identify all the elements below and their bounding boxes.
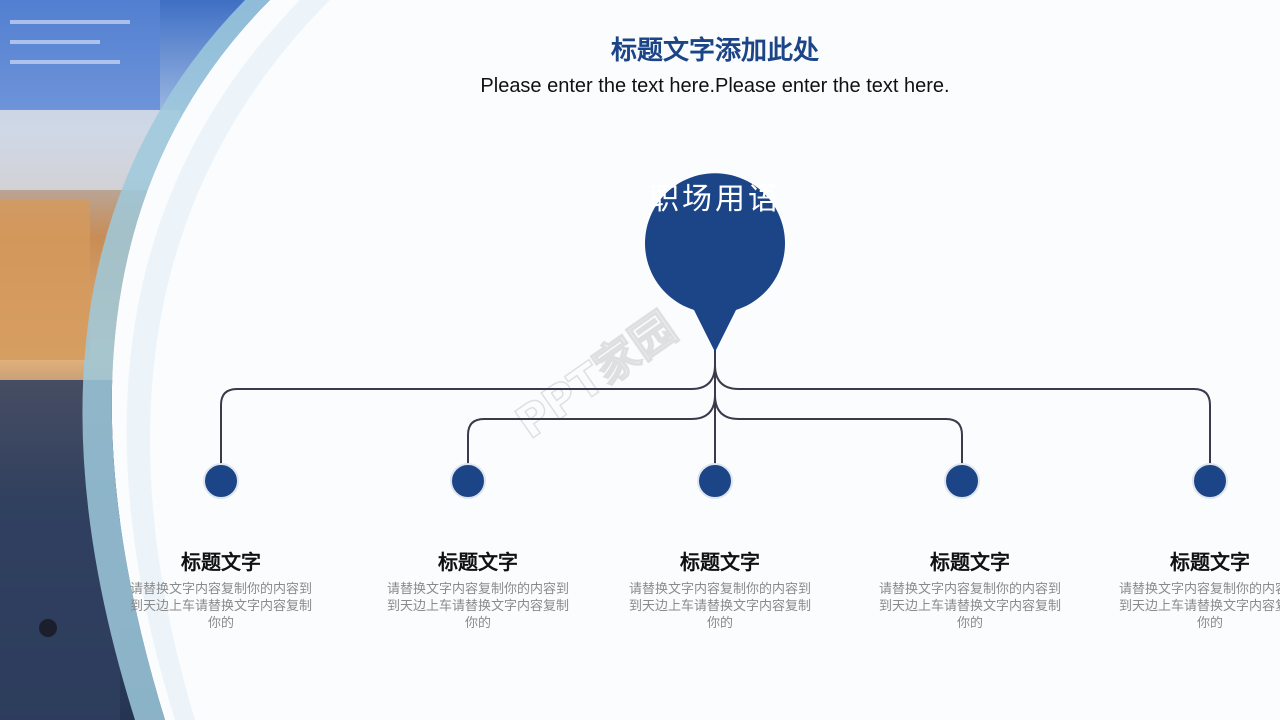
node-dot-2 — [450, 463, 486, 499]
center-node-label: 职场用语 — [649, 182, 781, 217]
item-heading-4: 标题文字 — [930, 550, 1010, 574]
item-heading-2: 标题文字 — [438, 550, 518, 574]
page-subtitle: Please enter the text here.Please enter … — [480, 75, 950, 97]
node-dot-5 — [1192, 463, 1228, 499]
item-desc-3: 请替换文字内容复制你的内容到到天边上车请替换文字内容复制你的 — [628, 582, 811, 631]
arc-band-outer — [126, 0, 330, 720]
item-desc-2: 请替换文字内容复制你的内容到到天边上车请替换文字内容复制你的 — [386, 582, 569, 631]
center-pin — [645, 173, 785, 352]
item-heading-1: 标题文字 — [181, 550, 261, 574]
item-desc-5: 请替换文字内容复制你的内容到到天边上车请替换文字内容复制你的 — [1118, 582, 1280, 631]
page-title: 标题文字添加此处 — [610, 36, 819, 66]
node-dot-1 — [203, 463, 239, 499]
svg-text:PPT家园: PPT家园 — [507, 303, 686, 449]
item-heading-3: 标题文字 — [680, 550, 760, 574]
item-desc-1: 请替换文字内容复制你的内容到到天边上车请替换文字内容复制你的 — [129, 582, 312, 631]
item-heading-5: 标题文字 — [1170, 550, 1250, 574]
node-dot-4 — [944, 463, 980, 499]
node-dot-3 — [697, 463, 733, 499]
node-dots — [203, 463, 1228, 499]
connector-lines — [220, 350, 1211, 481]
arc-band — [82, 0, 270, 720]
item-desc-4: 请替换文字内容复制你的内容到到天边上车请替换文字内容复制你的 — [878, 582, 1061, 631]
watermark: PPT家园 — [506, 302, 686, 450]
